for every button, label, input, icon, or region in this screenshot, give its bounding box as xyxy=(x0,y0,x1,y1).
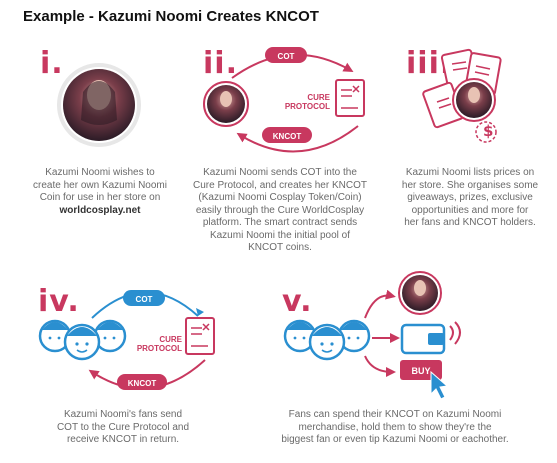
step-numeral-ii: ii. xyxy=(203,46,238,81)
caption-line: her store. She organises some xyxy=(401,179,539,191)
step-numeral-iv: iv. xyxy=(38,284,80,319)
caption-line: biggest fan or even tip Kazumi Noomi or … xyxy=(281,434,509,445)
cure-label-ii: CURE xyxy=(307,93,330,102)
caption-line: receive KNCOT in return. xyxy=(66,434,180,445)
contract-document-icon xyxy=(335,79,365,117)
caption-line: create her own Kazumi Noomi xyxy=(33,179,167,191)
caption-line: Kazumi Noomi's fans send xyxy=(63,409,183,420)
caption-line: (Kazumi Noomi Cosplay Token/Coin) xyxy=(198,192,362,203)
caption-step-ii: Kazumi Noomi sends COT into the Cure Pro… xyxy=(190,167,370,255)
caption-line: Cure Protocol, and creates her KNCOT xyxy=(193,179,367,191)
caption-line: opportunities and more for xyxy=(411,204,529,216)
cursor-icon xyxy=(430,370,449,400)
caption-line: her fans and KNCOT holders. xyxy=(404,217,536,228)
fans-group-icon-iv xyxy=(38,319,127,361)
caption-line: KNCOT coins. xyxy=(248,242,312,253)
caption-line: Kazumi Noomi the initial pool of xyxy=(209,229,351,241)
caption-line: Kazumi Noomi wishes to xyxy=(45,167,155,178)
avatar-kazumi-step-i xyxy=(57,63,141,147)
svg-text:$: $ xyxy=(483,122,493,140)
caption-line: Kazumi Noomi sends COT into the xyxy=(203,167,357,178)
cot-cycle-step-iv xyxy=(88,290,215,390)
kncot-pill xyxy=(117,374,167,390)
cot-cycle-step-ii xyxy=(203,47,365,153)
step-numeral-i: i. xyxy=(40,46,64,81)
caption-line: Kazumi Noomi lists prices on xyxy=(405,167,535,178)
caption-step-iii: Kazumi Noomi lists prices on her store. … xyxy=(385,167,555,230)
protocol-label-ii: PROTOCOL xyxy=(285,102,330,111)
caption-line: giveaways, prizes, exclusive xyxy=(407,192,533,203)
cot-label-iv: COT xyxy=(136,295,153,304)
caption-line: Fans can spend their KNCOT on Kazumi Noo… xyxy=(288,409,502,420)
cot-pill xyxy=(123,290,165,306)
cure-label-iv: CURE xyxy=(159,335,182,344)
protocol-label-iv: PROTOCOL xyxy=(137,344,182,353)
caption-line: Coin for use in her store on xyxy=(39,192,161,203)
kncot-label-ii: KNCOT xyxy=(273,132,302,141)
caption-line: easily through the Cure WorldCosplay xyxy=(195,204,365,216)
spend-arrows xyxy=(364,289,400,377)
page-title: Example - Kazumi Noomi Creates KNCOT xyxy=(23,8,319,25)
caption-line: merchandise, hold them to show they're t… xyxy=(298,421,492,433)
kncot-pill xyxy=(262,127,312,143)
caption-line: COT to the Cure Protocol and xyxy=(56,421,190,433)
fans-group-icon-v xyxy=(283,319,371,361)
cot-pill xyxy=(265,47,307,63)
wallet-icon xyxy=(400,321,461,355)
step-numeral-v: v. xyxy=(282,284,313,319)
caption-website: worldcosplay.net xyxy=(59,204,141,216)
contract-document-icon xyxy=(185,317,215,355)
caption-step-iv: Kazumi Noomi's fans send COT to the Cure… xyxy=(38,409,208,447)
buy-label: BUY xyxy=(411,366,430,376)
kncot-label-iv: KNCOT xyxy=(128,379,157,388)
caption-step-v: Fans can spend their KNCOT on Kazumi Noo… xyxy=(250,409,540,447)
cot-label-ii: COT xyxy=(278,52,295,61)
caption-step-i: Kazumi Noomi wishes to create her own Ka… xyxy=(20,167,180,217)
caption-line: platform. The smart contract sends xyxy=(202,217,358,228)
avatar-kazumi-step-v xyxy=(398,271,442,315)
avatar-kazumi-step-iii xyxy=(452,78,496,122)
